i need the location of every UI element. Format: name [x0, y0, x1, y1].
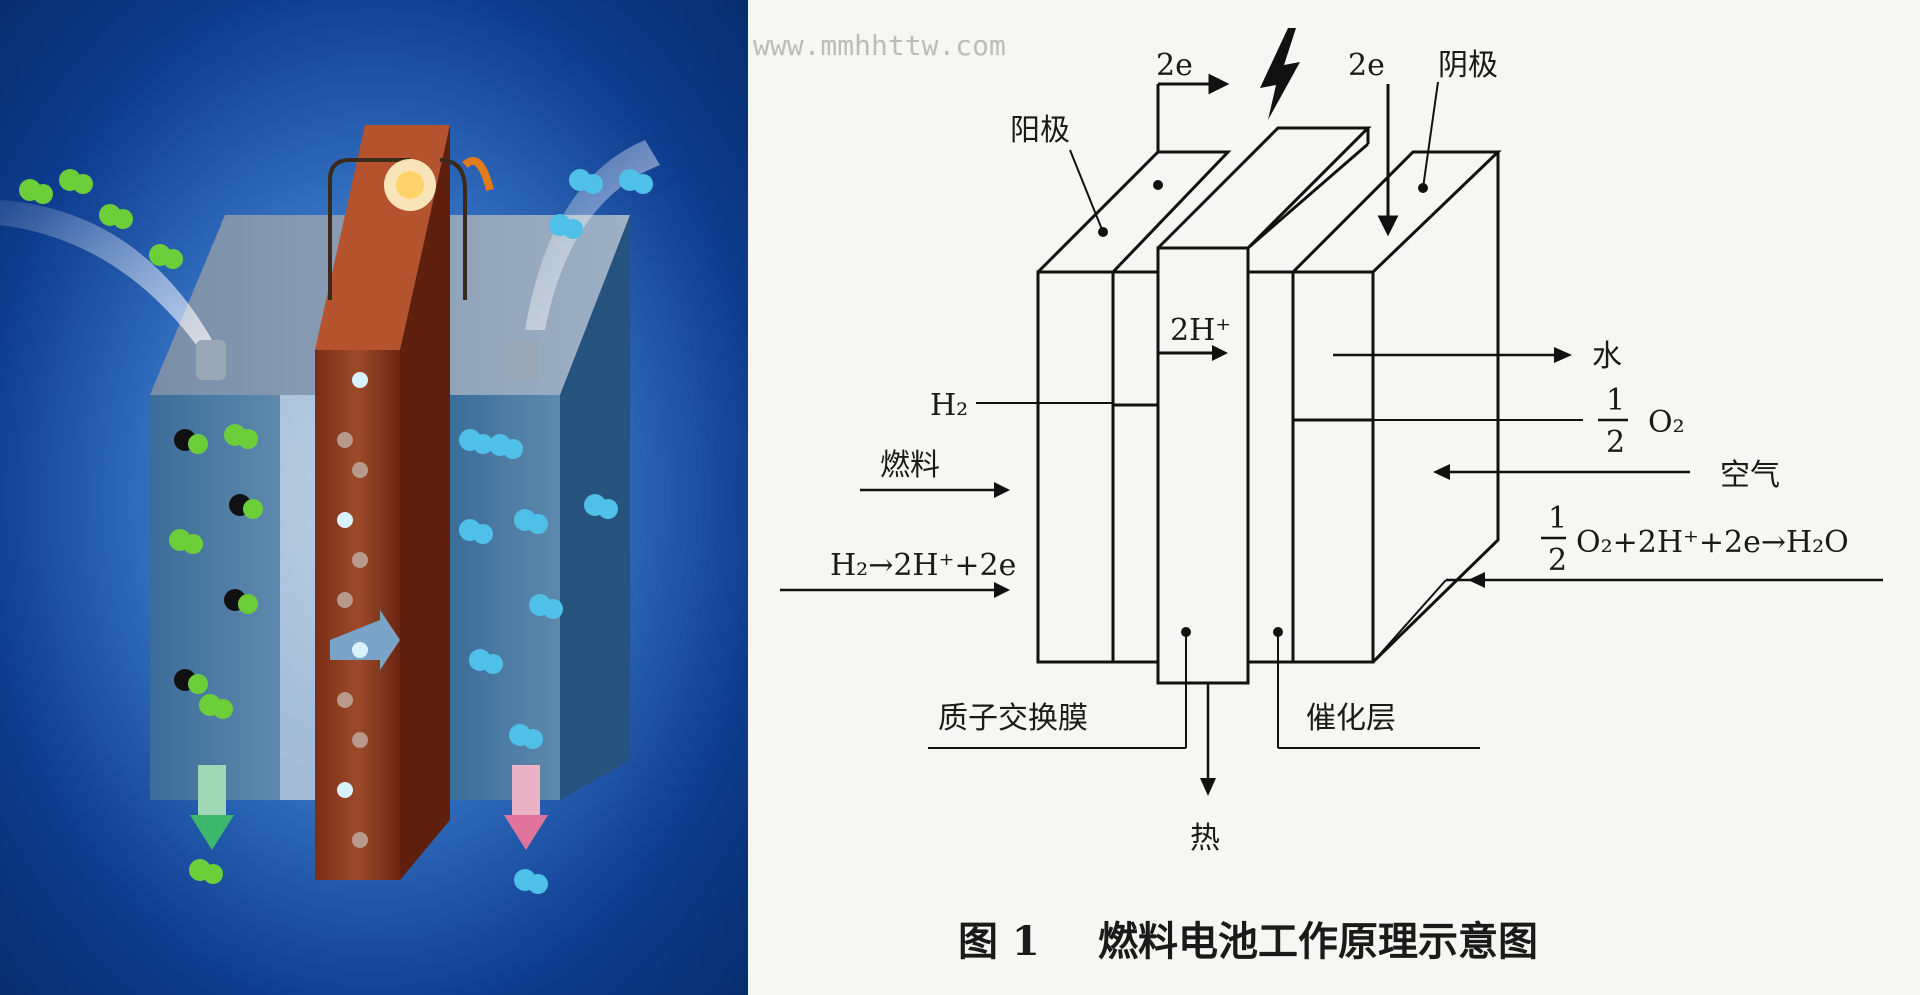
- cathode-label: 阴极: [1438, 48, 1498, 83]
- proton-exchange-membrane: [315, 350, 400, 880]
- proton-dot: [337, 692, 353, 708]
- half-denominator: 2: [1606, 425, 1625, 460]
- proton-label: 2H⁺: [1170, 313, 1231, 348]
- molecule-atom: [163, 249, 183, 269]
- molecule-atom: [213, 699, 233, 719]
- cathode-pointer-dot: [1418, 183, 1428, 193]
- cathode-reaction-half-den: 2: [1548, 543, 1567, 578]
- proton-dot: [352, 372, 368, 388]
- watermark: www.mmhhttw.com: [753, 29, 1006, 62]
- water-outlet-left: [198, 765, 226, 815]
- anode-electrode-dot: [1153, 180, 1163, 190]
- molecule-atom: [543, 599, 563, 619]
- electron-label-left: 2e: [1156, 48, 1193, 83]
- molecule-atom: [528, 514, 548, 534]
- proton-dot: [337, 782, 353, 798]
- anode-pointer-dot: [1098, 227, 1108, 237]
- light-bulb-core: [396, 171, 424, 199]
- anode-label: 阳极: [1010, 113, 1070, 148]
- molecule-atom: [238, 429, 258, 449]
- air-label: 空气: [1720, 458, 1780, 493]
- molecule-atom: [633, 174, 653, 194]
- proton-dot: [352, 552, 368, 568]
- molecule-atom: [473, 524, 493, 544]
- proton-dot: [352, 642, 368, 658]
- water-label: 水: [1592, 339, 1622, 374]
- fuel-label: 燃料: [880, 448, 940, 483]
- molecule-atom: [528, 874, 548, 894]
- anode-panel: [150, 395, 280, 800]
- proton-dot: [337, 512, 353, 528]
- molecule-atom: [483, 654, 503, 674]
- molecule-atom: [243, 499, 263, 519]
- molecule-atom: [113, 209, 133, 229]
- molecule-atom: [563, 219, 583, 239]
- proton-dot: [352, 832, 368, 848]
- hydrogen-inlet: [196, 340, 226, 380]
- molecule-atom: [598, 499, 618, 519]
- caption-title: 燃料电池工作原理示意图: [1098, 918, 1538, 965]
- molecule-atom: [238, 594, 258, 614]
- fuel-cell-illustration: [0, 0, 748, 995]
- molecule-atom: [33, 184, 53, 204]
- proton-dot: [337, 592, 353, 608]
- half-numerator: 1: [1606, 383, 1625, 418]
- molecule-atom: [203, 864, 223, 884]
- electron-label-right: 2e: [1348, 48, 1385, 83]
- proton-dot: [337, 432, 353, 448]
- fuel-cell-schematic: www.mmhhttw.com 2e 2e 阳极 阴极 2H⁺: [748, 0, 1920, 995]
- catalyst-label: 催化层: [1306, 701, 1396, 736]
- water-outlet-right: [512, 765, 540, 815]
- cathode-reaction-half-num: 1: [1548, 501, 1567, 536]
- molecule-atom: [583, 174, 603, 194]
- molecule-atom: [523, 729, 543, 749]
- cathode-reaction: O₂+2H⁺+2e→H₂O: [1576, 525, 1849, 560]
- proton-dot: [352, 732, 368, 748]
- caption-figure-number: 图 1: [958, 918, 1040, 965]
- molecule-atom: [503, 439, 523, 459]
- h2-label: H₂: [930, 388, 968, 423]
- molecule-atom: [183, 534, 203, 554]
- proton-dot: [352, 462, 368, 478]
- oxygen-inlet: [508, 340, 538, 380]
- molecule-atom: [73, 174, 93, 194]
- molecule-atom: [188, 434, 208, 454]
- anode-reaction: H₂→2H⁺+2e: [830, 548, 1016, 583]
- molecule-atom: [188, 674, 208, 694]
- heat-label: 热: [1190, 821, 1220, 856]
- membrane-label: 质子交换膜: [938, 701, 1088, 736]
- anode-catalyst: [280, 395, 320, 800]
- o2-label: O₂: [1648, 405, 1685, 440]
